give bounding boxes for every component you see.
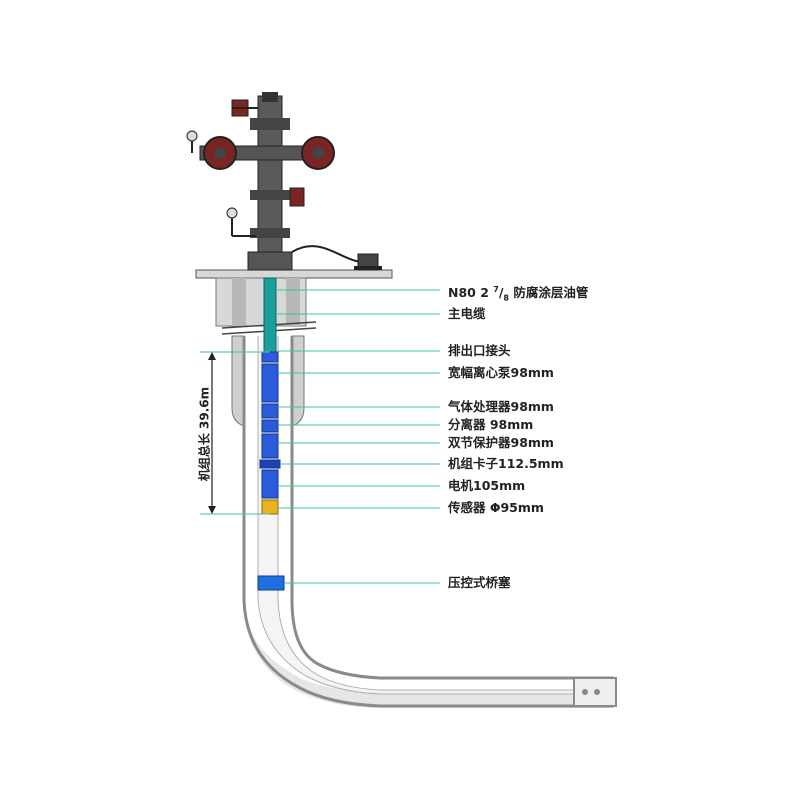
tubing-string <box>263 277 277 359</box>
wellhead-icon <box>199 92 363 271</box>
wellbore-inner <box>257 336 601 695</box>
label-discharge-head: 排出口接头 <box>448 343 511 358</box>
ground-surface <box>195 269 393 279</box>
esp-unit <box>259 351 281 515</box>
label-tubing-frac-num: 7 <box>493 285 499 294</box>
surface-casing <box>215 277 307 327</box>
wellbore-cement <box>244 336 612 708</box>
label-pump: 宽幅离心泵98mm <box>448 365 554 380</box>
label-gas-handler: 气体处理器98mm <box>448 399 554 414</box>
bridge-plug <box>257 575 285 591</box>
pressure-gauge-icon <box>186 130 256 237</box>
label-tubing-suffix: 防腐涂层油管 <box>513 285 589 301</box>
label-tubing-frac-den: 8 <box>503 293 509 303</box>
label-tubing-prefix: N80 2 <box>448 285 489 301</box>
label-bridge-plug: 压控式桥塞 <box>448 575 511 590</box>
dimension-line <box>200 351 270 515</box>
label-unit-length: 机组总长 39.6m <box>197 386 212 482</box>
label-main-cable: 主电缆 <box>448 306 486 321</box>
leader-lines <box>276 289 440 584</box>
label-sensor: 传感器 Φ95mm <box>448 500 544 515</box>
label-tubing: N80 2 7/8 防腐涂层油管 <box>448 285 589 303</box>
valve-handwheel-icon <box>203 99 335 207</box>
label-clamp: 机组卡子112.5mm <box>448 456 564 471</box>
label-separator: 分离器 98mm <box>448 417 534 432</box>
wellbore-outer <box>242 336 614 708</box>
junction-box-icon <box>354 253 382 271</box>
label-protector: 双节保护器98mm <box>448 435 554 450</box>
label-motor: 电机105mm <box>448 478 526 493</box>
